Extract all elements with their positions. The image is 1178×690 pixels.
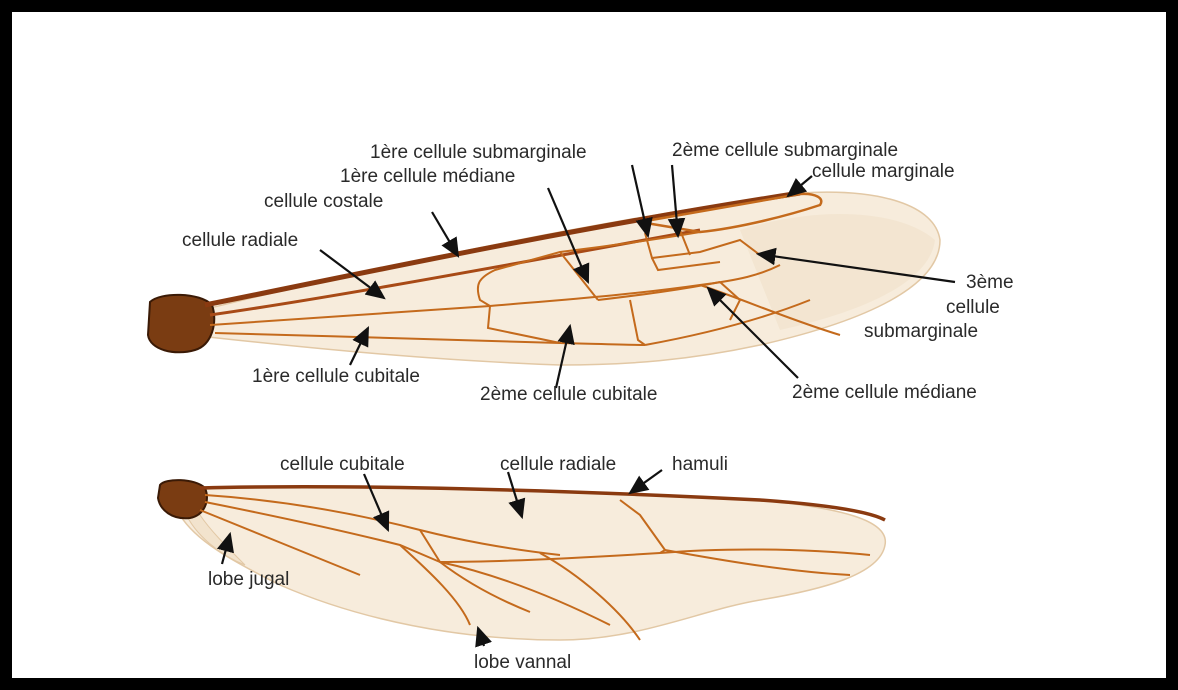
forewing	[148, 192, 940, 365]
label-1-cellule-submarginale: 1ère cellule submarginale	[370, 142, 587, 163]
label-hamuli: hamuli	[672, 454, 728, 475]
hindwing-membrane	[180, 487, 885, 640]
hindwing	[158, 480, 885, 640]
label-h-cellule-cubitale: cellule cubitale	[280, 454, 405, 475]
label-3-submarginale-l3: submarginale	[864, 321, 978, 342]
label-2-cellule-mediane: 2ème cellule médiane	[792, 382, 977, 403]
label-cellule-marginale: cellule marginale	[812, 161, 955, 182]
label-lobe-jugal: lobe jugal	[208, 569, 289, 590]
label-1-cellule-mediane: 1ère cellule médiane	[340, 166, 515, 187]
arrow-hamuli	[630, 470, 662, 493]
label-cellule-radiale: cellule radiale	[182, 230, 298, 251]
label-2-cellule-submarginale: 2ème cellule submarginale	[672, 140, 898, 161]
label-h-cellule-radiale: cellule radiale	[500, 454, 616, 475]
label-3-submarginale-l1: 3ème	[966, 272, 1014, 293]
label-2-cellule-cubitale: 2ème cellule cubitale	[480, 384, 657, 405]
label-1-cellule-cubitale: 1ère cellule cubitale	[252, 366, 420, 387]
forewing-base	[148, 295, 214, 352]
label-3-submarginale-l2: cellule	[946, 297, 1000, 318]
label-cellule-costale: cellule costale	[264, 191, 383, 212]
arrow-costale	[432, 212, 458, 256]
label-lobe-vannal: lobe vannal	[474, 652, 571, 673]
hindwing-base	[158, 480, 207, 518]
